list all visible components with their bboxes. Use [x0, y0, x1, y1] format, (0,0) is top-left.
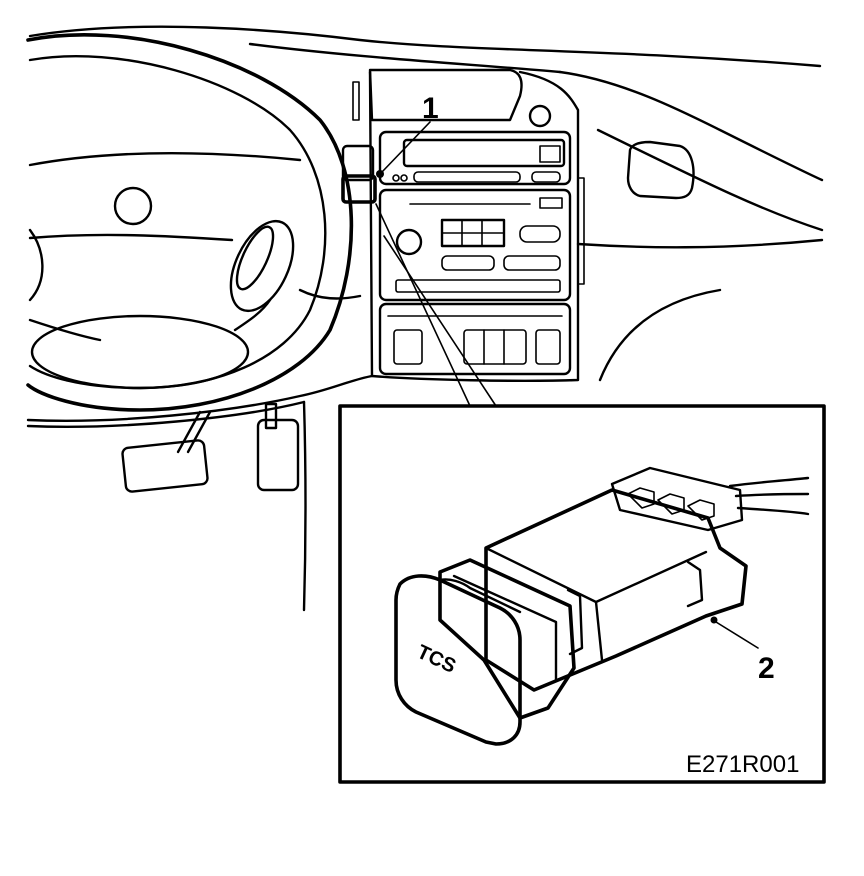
instrument-dial: [113, 186, 153, 226]
inset-pointer-right: [383, 235, 497, 407]
lower-dash-right: [576, 238, 824, 249]
steering-hub-pad: [30, 314, 250, 390]
connector-tab-1: [627, 487, 655, 509]
callout-2-leader: [715, 621, 759, 649]
console-outer: [368, 70, 580, 382]
switch-body-rear-step: [686, 560, 704, 608]
radio-display: [402, 138, 566, 168]
radio-display-lines: [539, 145, 561, 163]
steering-spoke-left: [28, 318, 102, 342]
dashboard-top-edge-lower: [248, 42, 562, 74]
steering-right-window-outer: [229, 219, 295, 313]
tcs-switch-position: [341, 174, 377, 204]
left-stalk-block: [341, 144, 375, 182]
clutch-pedal: [121, 439, 209, 493]
inset-panel: TCS 2 E271R001: [338, 404, 826, 784]
switch-retaining-clip: [566, 588, 584, 656]
callout-1-label: 1: [422, 92, 439, 125]
cluster-hood: [28, 151, 302, 167]
switch-body-top-edge: [484, 546, 708, 604]
switch-body-side-step: [594, 600, 604, 662]
volume-knob: [395, 228, 423, 256]
climate-button-centre: [463, 329, 527, 365]
tcs-button-label: TCS: [414, 641, 460, 678]
switch-wire-1: [728, 476, 810, 488]
console-top-vent: [368, 68, 523, 122]
switch-connector: [610, 466, 744, 532]
brake-pedal-arm: [264, 402, 278, 430]
climate-button-right: [535, 329, 561, 365]
radio-preset-right: [531, 171, 561, 183]
callout-2-label: 2: [758, 652, 775, 685]
radio-unit: [378, 130, 572, 186]
steering-right-window-inner: [235, 225, 275, 291]
floor-line: [302, 400, 307, 612]
radio-led-1: [392, 174, 400, 182]
steering-left-ring: [28, 228, 44, 302]
switch-bezel: [438, 558, 576, 720]
dashboard-right-contour: [558, 70, 824, 182]
switch-bezel-inner: [452, 574, 558, 682]
steering-hub: [28, 233, 234, 242]
clutch-pedal-arm-2: [186, 410, 212, 454]
console-vent-right: [577, 177, 585, 285]
switch-wire-2: [734, 492, 810, 498]
radio-led-2: [400, 174, 408, 182]
dashboard-overview: 1: [26, 25, 824, 612]
seek-bar-left: [441, 255, 495, 271]
passenger-vent: [626, 140, 695, 200]
seek-bar-right: [503, 255, 561, 271]
figure-code: E271R001: [686, 751, 799, 778]
radio-preset-bar: [413, 171, 521, 183]
knee-bolster: [26, 374, 374, 422]
dashboard-right-lower: [596, 128, 824, 232]
steering-wheel-rim-outer: [26, 33, 354, 412]
dashboard-top-edge: [28, 25, 822, 68]
tcs-button-edge: [438, 578, 522, 614]
steering-wheel: [26, 33, 354, 412]
climate-button-left: [393, 329, 423, 365]
callout-1-leader: [381, 121, 431, 173]
inset-pointer-left: [375, 203, 471, 407]
cassette-panel: [378, 188, 572, 302]
connector-tab-3: [687, 499, 715, 521]
clutch-pedal-arm: [176, 410, 202, 454]
callout-1-dot: [376, 170, 384, 178]
mode-button: [519, 225, 561, 243]
steering-column: [298, 288, 362, 300]
connector-tab-2: [657, 493, 685, 515]
brake-pedal: [256, 418, 300, 492]
switch-body: [484, 488, 748, 692]
lower-dash-edge: [598, 288, 722, 382]
callout-2-dot: [710, 616, 718, 624]
centre-console: [352, 68, 585, 382]
knee-bolster-lower: [26, 400, 306, 428]
bottom-button-row: [395, 279, 561, 293]
switch-wire-3: [736, 506, 810, 516]
hazard-button: [528, 104, 552, 128]
cassette-eject: [539, 197, 563, 209]
inset-frame: [338, 404, 826, 784]
console-vent-left: [352, 81, 360, 121]
